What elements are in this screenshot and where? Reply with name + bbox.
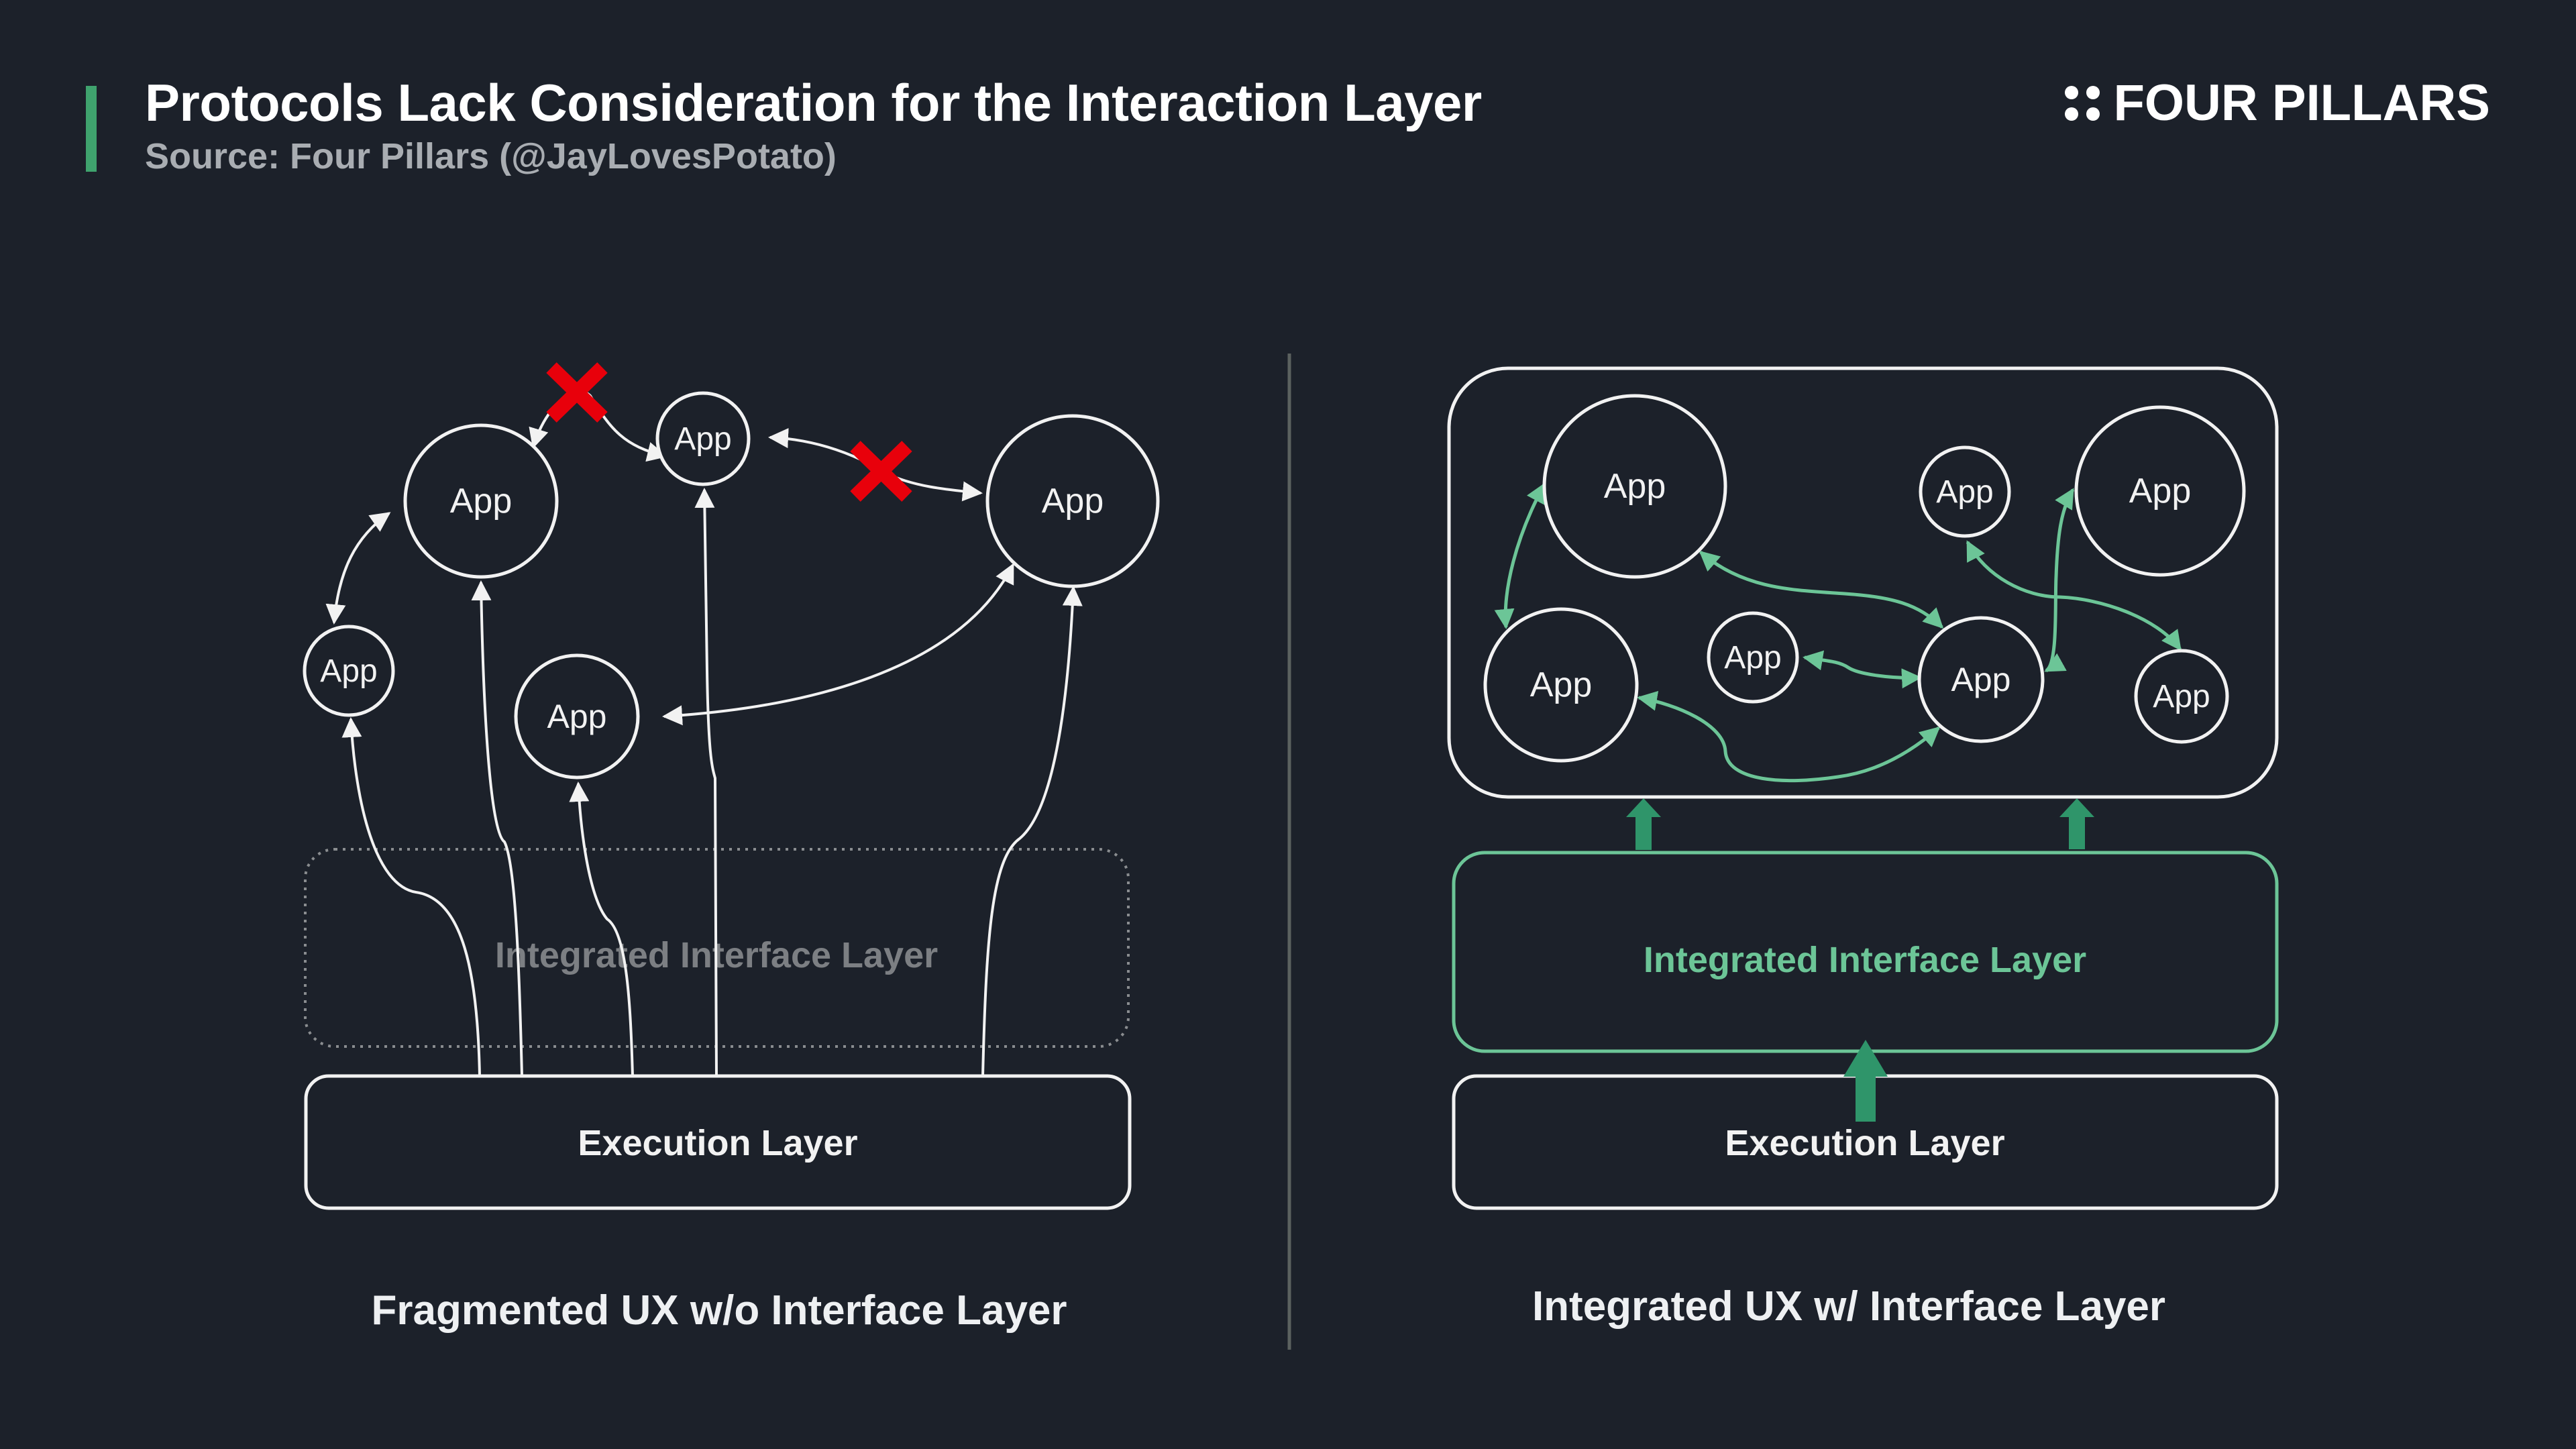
app-node[interactable]: App [1919,445,2011,538]
svg-text:App: App [1604,467,1666,506]
app-small-left-to-app-left-big-link [325,512,391,625]
left-panel-caption: Fragmented UX w/o Interface Layer [371,1287,1067,1334]
svg-text:App: App [1936,474,1993,510]
svg-text:App: App [1951,661,2011,698]
exec-to-app-small-left-arrow [341,717,481,1077]
link-app-f-to-app-e [2044,488,2075,673]
source-subtitle: Source: Four Pillars (@JayLovesPotato) [145,136,837,176]
title-accent-bar [86,86,97,172]
svg-text:App: App [674,421,731,457]
svg-text:App: App [2153,679,2210,714]
app-middle-to-app-right-link [662,563,1014,726]
app-node[interactable]: App [514,653,640,780]
page-title: Protocols Lack Consideration for the Int… [145,73,1482,132]
exec-to-app-middle-arrow [569,782,634,1077]
app-node[interactable]: App [655,391,751,486]
blocked-x-icon-1 [546,362,608,423]
right-panel: App App App App App App App [1447,366,2279,1210]
svg-text:App: App [320,653,377,689]
svg-text:App: App [1042,482,1104,521]
blocked-x-icon-2 [850,441,912,502]
brand-logo: FOUR PILLARS [2065,74,2490,132]
exec-to-app-right-arrow [981,586,1083,1077]
link-app-a-to-app-b [1494,482,1546,629]
up-arrow-icon [1626,798,1661,850]
up-arrow-icon [1843,1040,1888,1122]
app-node[interactable]: App [303,625,395,717]
svg-text:App: App [1724,640,1781,676]
left-panel: Integrated Interface Layer App [303,362,1160,1210]
app-node[interactable]: App [2074,405,2246,577]
right-panel-caption: Integrated UX w/ Interface Layer [1532,1283,2166,1330]
link-app-a-to-app-f [1699,551,1944,629]
app-left-big-to-app-top-link-blocked [529,390,667,462]
left-connections [341,488,1083,1077]
execution-layer-box-left [304,1074,1132,1210]
link-app-c-to-app-f [1803,650,1922,689]
up-arrow-icon [2059,798,2094,849]
app-node[interactable]: App [985,414,1160,588]
interface-layer-label: Integrated Interface Layer [1644,940,2086,980]
svg-text:App: App [2129,472,2192,511]
svg-text:App: App [1530,665,1593,704]
exec-to-app-left-big-arrow [471,580,523,1077]
app-node[interactable]: App [1542,394,1727,579]
execution-layer-label-left: Execution Layer [578,1123,857,1163]
execution-layer-label-right: Execution Layer [1725,1123,2004,1163]
four-dots-icon [2065,85,2100,121]
app-container-box [1447,366,2279,799]
app-node[interactable]: App [1707,611,1799,704]
brand-name: FOUR PILLARS [2113,74,2490,131]
app-node[interactable]: App [1483,607,1639,763]
app-node[interactable]: App [1917,616,2045,743]
link-app-b-to-app-f [1637,690,1941,783]
app-node[interactable]: App [2134,649,2229,744]
app-node[interactable]: App [403,423,559,579]
svg-text:App: App [547,698,607,735]
svg-text:App: App [450,482,513,521]
exec-to-app-top-arrow [694,488,718,1077]
